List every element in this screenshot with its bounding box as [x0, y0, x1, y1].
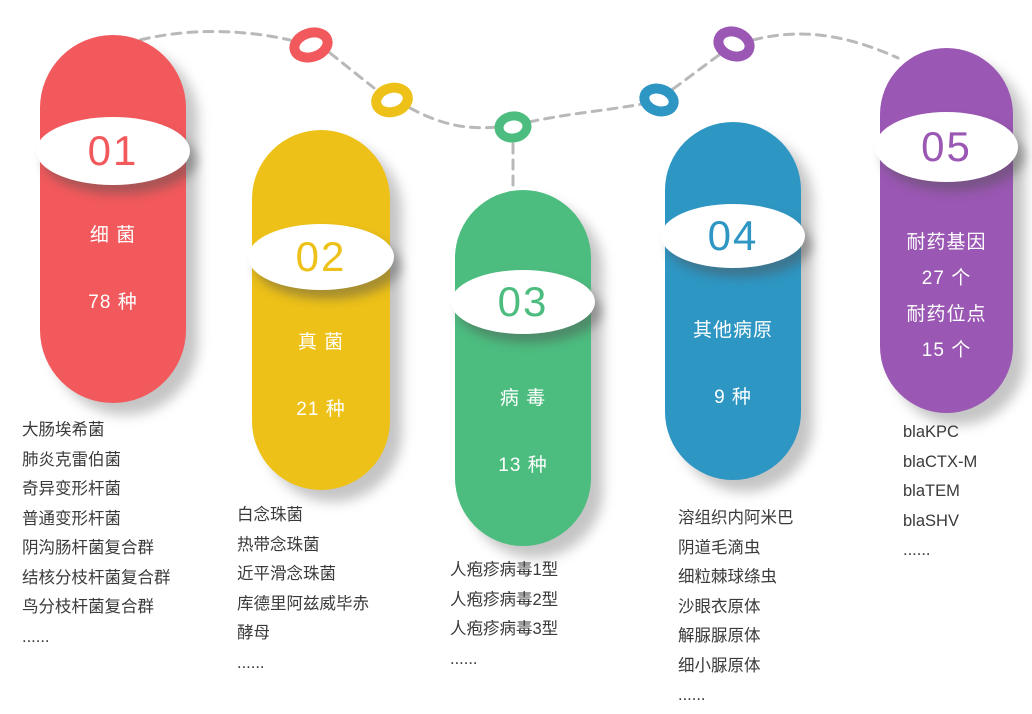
capsule-virus: 03 病 毒 13 种: [451, 190, 595, 546]
capsule-label: 13 种: [498, 455, 548, 476]
list-item: 溶组织内阿米巴: [678, 509, 794, 527]
ring-icon-bacteria: [289, 27, 333, 63]
dashed-connector-line: [123, 30, 900, 188]
list-item: 鸟分枝杆菌复合群: [22, 598, 154, 616]
step-number: 03: [497, 278, 549, 325]
list-item: 人疱疹病毒2型: [450, 590, 559, 609]
list-item: 白念珠菌: [237, 506, 303, 524]
list-item: 大肠埃希菌: [22, 421, 105, 439]
capsule-text-bacteria: 细 菌 78 种: [40, 225, 186, 313]
capsule-text-fungi: 真 菌 21 种: [252, 332, 390, 420]
list-item: 近平滑念珠菌: [237, 565, 336, 583]
capsule-label: 21 种: [296, 399, 346, 420]
list-item: 结核分枝杆菌复合群: [22, 568, 171, 587]
list-item: 普通变形杆菌: [22, 509, 121, 528]
list-item: ......: [903, 541, 931, 559]
capsule-resistance-gene: 05 耐药基因 27 个耐药位点 15 个: [875, 48, 1018, 413]
list-item: ......: [237, 653, 265, 672]
capsule-label: 其他病原: [692, 320, 773, 341]
list-item: ......: [22, 627, 50, 646]
list-item: 沙眼衣原体: [678, 597, 761, 616]
capsule-text-resistance-gene: 耐药基因 27 个耐药位点 15 个: [880, 232, 1013, 361]
pathogen-list-resistance-gene: blaKPC blaCTX-M blaTEM blaSHV......: [903, 418, 977, 566]
list-item: 细粒棘球绦虫: [678, 568, 777, 586]
step-number: 04: [707, 212, 759, 259]
capsule-text-other-pathogen: 其他病原 9 种: [665, 320, 801, 408]
list-item: 细小脲原体: [678, 656, 761, 675]
list-item: ......: [450, 649, 478, 668]
ring-icon-fungi: [371, 82, 413, 118]
step-number: 02: [295, 233, 347, 280]
capsule-label: 病 毒: [499, 388, 547, 409]
list-item: 阴道毛滴虫: [678, 538, 761, 557]
step-number: 05: [921, 123, 972, 170]
capsule-other-pathogen: 04 其他病原 9 种: [661, 122, 805, 480]
list-item: 热带念珠菌: [237, 535, 320, 554]
pathogen-list-other-pathogen: 溶组织内阿米巴阴道毛滴虫细粒棘球绦虫沙眼衣原体解脲脲原体细小脲原体......: [678, 504, 794, 711]
capsule-label: 78 种: [88, 292, 138, 313]
list-item: blaKPC: [903, 423, 959, 441]
list-item: 解脲脲原体: [678, 627, 761, 645]
list-item: 酵母: [237, 624, 270, 642]
list-item: blaSHV: [903, 511, 959, 530]
list-item: blaTEM: [903, 482, 960, 500]
list-item: 库德里阿兹威毕赤: [237, 594, 369, 613]
capsule-label: 27 个: [921, 268, 972, 289]
list-item: 奇异变形杆菌: [22, 480, 121, 498]
list-item: ......: [678, 686, 706, 704]
capsule-label: 9 种: [714, 387, 752, 408]
capsule-label: 耐药基因: [906, 232, 987, 253]
capsule-bacteria: 01 细 菌 78 种: [36, 35, 190, 403]
capsule-label: 真 菌: [297, 332, 345, 353]
pathogen-list-virus: 人疱疹病毒1型人疱疹病毒2型人疱疹病毒3型......: [450, 556, 558, 674]
number-badge-other-pathogen: 04: [661, 204, 805, 268]
step-number: 01: [87, 127, 139, 174]
pathogen-list-bacteria: 大肠埃希菌肺炎克雷伯菌奇异变形杆菌普通变形杆菌阴沟肠杆菌复合群结核分枝杆菌复合群…: [22, 416, 171, 652]
capsule-text-virus: 病 毒 13 种: [455, 388, 591, 476]
pathogen-list-fungi: 白念珠菌热带念珠菌近平滑念珠菌库德里阿兹威毕赤酵母......: [237, 501, 369, 678]
number-badge-virus: 03: [451, 270, 595, 334]
ring-icon-virus: [494, 111, 532, 143]
number-badge-bacteria: 01: [36, 117, 190, 185]
ring-icon-resistance-gene: [713, 26, 755, 62]
capsule-label: 15 个: [921, 340, 972, 361]
capsule-label: 耐药位点: [906, 304, 987, 325]
ring-icon-other-pathogen: [639, 83, 679, 117]
list-item: 人疱疹病毒3型: [450, 620, 559, 638]
capsule-fungi: 02 真 菌 21 种: [248, 130, 394, 490]
capsule-label: 细 菌: [89, 225, 137, 246]
list-item: blaCTX-M: [903, 452, 978, 471]
number-badge-fungi: 02: [248, 224, 394, 290]
list-item: 阴沟肠杆菌复合群: [22, 539, 154, 557]
list-item: 肺炎克雷伯菌: [22, 450, 121, 469]
number-badge-resistance-gene: 05: [875, 112, 1018, 182]
list-item: 人疱疹病毒1型: [450, 561, 559, 579]
